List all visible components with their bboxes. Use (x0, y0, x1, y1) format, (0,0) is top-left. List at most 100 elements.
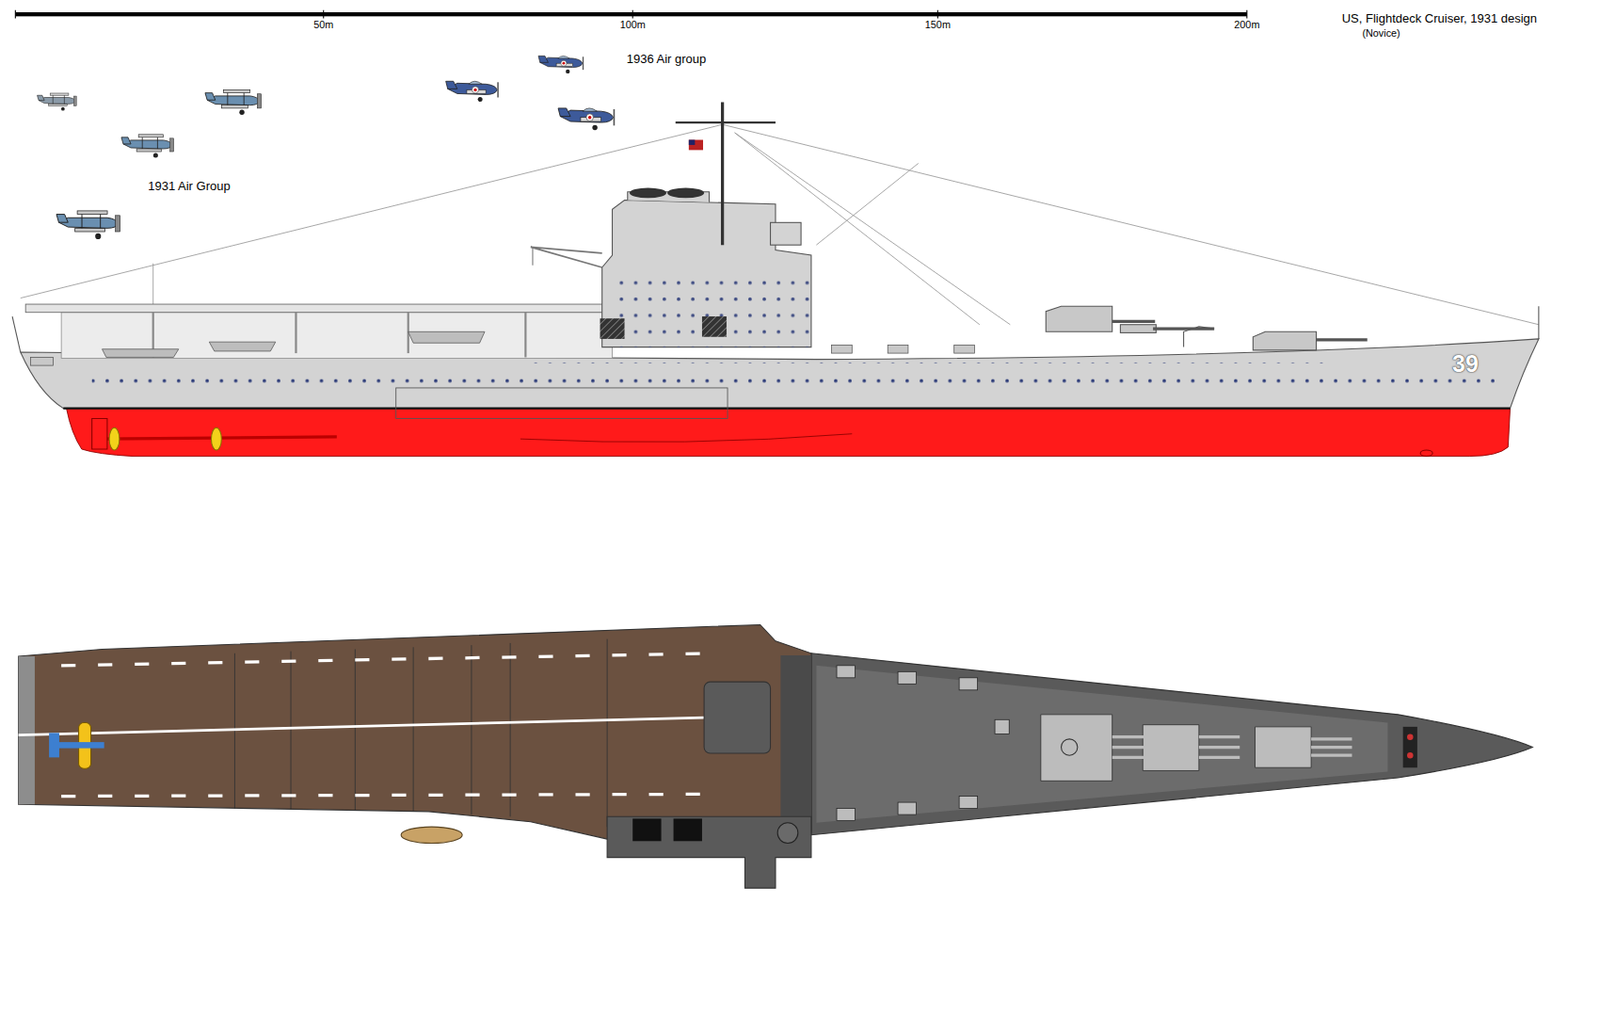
label-text: 50m (313, 18, 334, 31)
ship-profile (702, 316, 727, 337)
ship-plan (18, 624, 812, 839)
ship-profile (101, 349, 178, 358)
ship-plan (61, 793, 704, 796)
ship-profile (602, 199, 812, 347)
scale-bar (322, 10, 324, 19)
ship-plan (632, 817, 661, 841)
ship-plan (1040, 714, 1113, 781)
ship-plan (1199, 745, 1240, 749)
rigging (816, 162, 918, 245)
ship-profile (109, 427, 120, 450)
label-text: (Novice) (1361, 27, 1400, 39)
label-text: 100m (620, 18, 646, 31)
ship-profile (1537, 305, 1539, 339)
ship-plan (52, 741, 104, 749)
ship-profile (612, 273, 812, 348)
ship-profile (1184, 326, 1216, 348)
ship-plan (1040, 714, 1312, 781)
ship-profile (63, 407, 1510, 410)
scale-bar (15, 10, 16, 19)
ship-profile (208, 341, 275, 352)
label-text: 39 (1452, 350, 1479, 377)
ship-plan (1311, 753, 1352, 757)
ship-profile (1252, 331, 1316, 351)
drawing-label: 39 (1452, 350, 1479, 378)
aircraft (56, 210, 121, 240)
scale-bar (632, 10, 634, 19)
ship-profile (66, 408, 1511, 457)
ship-profile (530, 351, 1328, 364)
ship-plan (413, 646, 415, 812)
ship-profile (667, 187, 704, 198)
ship-profile (1112, 320, 1156, 323)
ship-profile (92, 370, 1501, 390)
ship-profile (530, 246, 603, 268)
ship-plan (1112, 745, 1149, 749)
ship-plan (400, 826, 463, 843)
ship-profile (770, 222, 802, 245)
label-text: 150m (925, 18, 951, 31)
ship-profile (153, 312, 527, 358)
ship-plan (607, 639, 608, 827)
ship-plan (234, 639, 608, 827)
ship-plan (18, 656, 35, 804)
ship-plan (607, 816, 812, 888)
ship-profile (12, 316, 21, 352)
ship-plan (836, 808, 856, 821)
ship-plan (704, 681, 770, 753)
ship-plan (354, 648, 356, 810)
ship-profile (294, 312, 297, 353)
label-text: 1936 Air group (626, 51, 707, 66)
ship-profile (629, 187, 667, 198)
ship-plan (673, 817, 703, 841)
drawing-label: 1936 Air group (626, 52, 707, 67)
scale-bar (1246, 10, 1248, 19)
aircraft (37, 55, 616, 240)
ship-profile (396, 387, 728, 419)
ship-plan (470, 644, 472, 815)
ship-profile (1420, 449, 1433, 457)
ship-plan (61, 653, 715, 666)
ship-plan (510, 642, 512, 816)
ship-profile (520, 433, 852, 443)
ship-plan (1199, 755, 1240, 759)
ship-plan (18, 624, 1534, 888)
ship-plan (1407, 733, 1414, 740)
ship-plan (1199, 735, 1240, 738)
drawing-title: US, Flightdeck Cruiser, 1931 design (1342, 12, 1537, 27)
ship-profile (524, 312, 527, 358)
ship-plan (1407, 752, 1414, 759)
ship-plan (290, 651, 292, 810)
ship-plan (1403, 726, 1418, 768)
ship-profile (210, 427, 222, 450)
ship-profile (688, 140, 704, 151)
aircraft (121, 134, 175, 159)
ship-profile (600, 318, 625, 339)
drawing-label: 1931 Air Group (147, 179, 230, 194)
ship-plan (777, 822, 799, 844)
ship-plan (836, 665, 1009, 821)
rigging (722, 124, 1539, 324)
ship-plan (234, 653, 236, 809)
ship-profile (688, 140, 696, 145)
rigging (152, 263, 154, 304)
ship-profile (675, 121, 776, 124)
ship-profile (408, 331, 485, 343)
ship-plan (836, 665, 856, 678)
ship-plan (811, 653, 1533, 835)
ship-profile (61, 312, 612, 359)
aircraft (558, 108, 615, 130)
ship-plan (1311, 745, 1352, 749)
ship-plan (816, 665, 1388, 823)
ship-profile (1120, 324, 1156, 334)
label-text: 200m (1233, 18, 1260, 31)
scale-bar (937, 10, 939, 19)
drawing-label: 200m (1233, 18, 1260, 31)
ship-profile (92, 417, 108, 449)
ship-profile (531, 246, 533, 266)
ship-plan (1142, 724, 1200, 771)
ship-plan (1112, 735, 1149, 738)
ship-plan (897, 801, 917, 815)
drawing-label: 100m (620, 18, 646, 31)
